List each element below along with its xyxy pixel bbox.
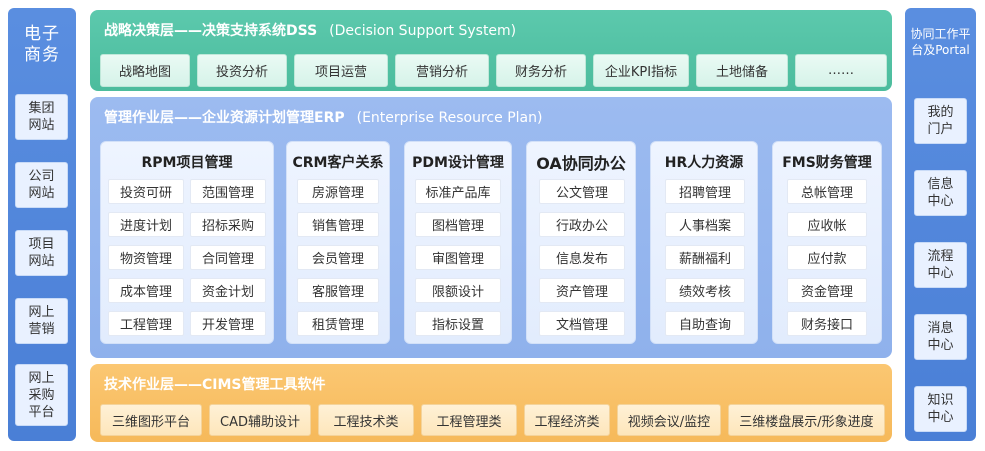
module-rpm: RPM项目管理 投资可研 范围管理 进度计划 招标采购 物资管理 合同管理 成本… (100, 141, 274, 344)
dss-layer: 战略决策层——决策支持系统DSS (Decision Support System… (90, 10, 892, 91)
fms-item: 资金管理 (787, 278, 867, 303)
oa-item: 公文管理 (539, 179, 625, 204)
fms-item: 应收帐 (787, 212, 867, 237)
module-hr-title: HR人力资源 (664, 155, 744, 171)
cims-item-video-conference: 视频会议/监控 (617, 404, 721, 436)
erp-title-text: 管理作业层——企业资源计划管理ERP (104, 110, 345, 126)
hr-item: 薪酬福利 (665, 245, 745, 270)
cims-title: 技术作业层——CIMS管理工具软件 (104, 377, 326, 393)
ecommerce-item-project-site: 项目网站 (15, 230, 68, 276)
rpm-item: 招标采购 (190, 212, 266, 237)
rpm-item: 合同管理 (190, 245, 266, 270)
collab-item-info-center: 信息中心 (914, 170, 967, 216)
crm-item: 房源管理 (297, 179, 379, 204)
collab-item-knowledge-center: 知识中心 (914, 386, 967, 432)
cims-item-engineering-mgmt: 工程管理类 (421, 404, 517, 436)
fms-item: 财务接口 (787, 311, 867, 336)
ecommerce-item-online-purchasing: 网上采购平台 (15, 364, 68, 426)
module-fms-title: FMS财务管理 (782, 155, 872, 171)
ecommerce-item-company-site: 公司网站 (15, 162, 68, 208)
pdm-item: 指标设置 (415, 311, 501, 336)
module-pdm: PDM设计管理 标准产品库 图档管理 审图管理 限额设计 指标设置 (404, 141, 512, 344)
hr-item: 自助查询 (665, 311, 745, 336)
erp-title: 管理作业层——企业资源计划管理ERP (Enterprise Resource P… (104, 107, 542, 127)
rpm-item: 工程管理 (108, 311, 184, 336)
cims-item-engineering-tech: 工程技术类 (318, 404, 414, 436)
collab-item-process-center: 流程中心 (914, 242, 967, 288)
rpm-item: 进度计划 (108, 212, 184, 237)
module-oa-title: OA协同办公 (536, 154, 626, 173)
dss-title-text: 战略决策层——决策支持系统DSS (104, 23, 318, 39)
dss-subtitle: (Decision Support System) (329, 23, 517, 39)
rpm-item: 范围管理 (190, 179, 266, 204)
dss-item-marketing-analysis: 营销分析 (395, 54, 489, 87)
rpm-item: 开发管理 (190, 311, 266, 336)
cims-item-cad: CAD辅助设计 (209, 404, 311, 436)
ecommerce-item-online-marketing: 网上营销 (15, 298, 68, 344)
ecommerce-title: 电子商务 (24, 24, 60, 65)
dss-item-more: …… (795, 54, 887, 87)
crm-item: 会员管理 (297, 245, 379, 270)
hr-item: 招聘管理 (665, 179, 745, 204)
hr-item: 人事档案 (665, 212, 745, 237)
ecommerce-panel: 电子商务 集团网站 公司网站 项目网站 网上营销 网上采购平台 (8, 8, 76, 441)
cims-item-engineering-econ: 工程经济类 (524, 404, 610, 436)
module-pdm-title: PDM设计管理 (412, 155, 504, 171)
dss-item-project-operation: 项目运营 (294, 54, 388, 87)
dss-item-finance-analysis: 财务分析 (496, 54, 586, 87)
ecommerce-item-group-site: 集团网站 (15, 94, 68, 140)
module-hr: HR人力资源 招聘管理 人事档案 薪酬福利 绩效考核 自助查询 (650, 141, 758, 344)
fms-item: 总帐管理 (787, 179, 867, 204)
hr-item: 绩效考核 (665, 278, 745, 303)
module-oa: OA协同办公 公文管理 行政办公 信息发布 资产管理 文档管理 (526, 141, 636, 344)
rpm-item: 资金计划 (190, 278, 266, 303)
collaboration-title: 协同工作平台及Portal (910, 27, 971, 57)
rpm-item: 成本管理 (108, 278, 184, 303)
pdm-item: 审图管理 (415, 245, 501, 270)
cims-item-3d-platform: 三维图形平台 (100, 404, 202, 436)
fms-item: 应付款 (787, 245, 867, 270)
dss-item-kpi: 企业KPI指标 (593, 54, 689, 87)
module-fms: FMS财务管理 总帐管理 应收帐 应付款 资金管理 财务接口 (772, 141, 882, 344)
oa-item: 文档管理 (539, 311, 625, 336)
dss-item-land-reserve: 土地储备 (696, 54, 788, 87)
module-crm-title: CRM客户关系 (292, 155, 384, 171)
crm-item: 客服管理 (297, 278, 379, 303)
oa-item: 资产管理 (539, 278, 625, 303)
collab-item-message-center: 消息中心 (914, 314, 967, 360)
cims-layer: 技术作业层——CIMS管理工具软件 三维图形平台 CAD辅助设计 工程技术类 工… (90, 364, 892, 442)
erp-subtitle: (Enterprise Resource Plan) (356, 110, 543, 126)
pdm-item: 图档管理 (415, 212, 501, 237)
dss-item-strategy-map: 战略地图 (100, 54, 190, 87)
collaboration-panel: 协同工作平台及Portal 我的门户 信息中心 流程中心 消息中心 知识中心 (905, 8, 976, 441)
oa-item: 行政办公 (539, 212, 625, 237)
dss-item-investment-analysis: 投资分析 (197, 54, 287, 87)
pdm-item: 限额设计 (415, 278, 501, 303)
erp-layer: 管理作业层——企业资源计划管理ERP (Enterprise Resource P… (90, 97, 892, 358)
cims-item-3d-display: 三维楼盘展示/形象进度 (728, 404, 885, 436)
rpm-item: 物资管理 (108, 245, 184, 270)
module-rpm-title: RPM项目管理 (141, 155, 233, 171)
rpm-item: 投资可研 (108, 179, 184, 204)
dss-title: 战略决策层——决策支持系统DSS (Decision Support System… (104, 20, 516, 40)
module-crm: CRM客户关系 房源管理 销售管理 会员管理 客服管理 租赁管理 (286, 141, 390, 344)
collab-item-my-portal: 我的门户 (914, 98, 967, 144)
oa-item: 信息发布 (539, 245, 625, 270)
crm-item: 租赁管理 (297, 311, 379, 336)
pdm-item: 标准产品库 (415, 179, 501, 204)
crm-item: 销售管理 (297, 212, 379, 237)
